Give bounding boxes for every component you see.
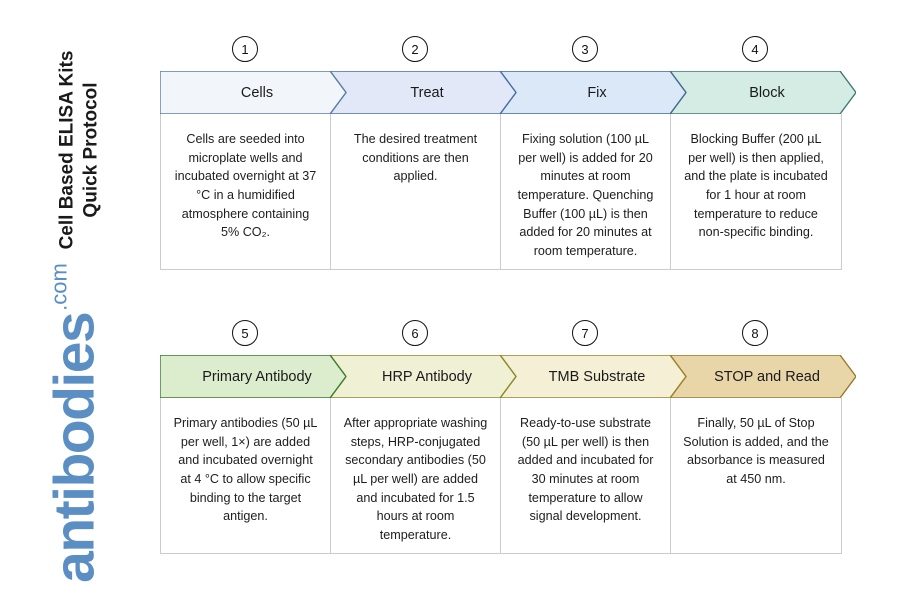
step-description-2: The desired treatment conditions are the…	[331, 114, 501, 269]
page-title: Cell Based ELISA Kits Quick Protocol	[0, 0, 160, 300]
step-number-badge-3: 3	[572, 36, 598, 62]
step-description-1: Cells are seeded into microplate wells a…	[161, 114, 331, 269]
description-strip-1: Cells are seeded into microplate wells a…	[160, 114, 842, 270]
step-label-5: Primary Antibody	[202, 368, 312, 385]
page-title-line-2: Quick Protocol	[81, 82, 102, 218]
step-label-6: HRP Antibody	[381, 368, 472, 385]
step-chevron-5[interactable]: Primary Antibody	[160, 355, 346, 398]
step-chevron-1[interactable]: Cells	[160, 71, 346, 114]
step-label-8: STOP and Read	[714, 368, 820, 385]
step-label-2: Treat	[410, 84, 444, 101]
step-description-3: Fixing solution (100 µL per well) is add…	[501, 114, 671, 269]
chevron-shape-5	[160, 355, 346, 398]
chevron-shape-4	[670, 71, 856, 114]
brand-logo-tld: .com	[46, 263, 72, 311]
step-label-4: Block	[749, 84, 785, 101]
chevron-shape-3	[500, 71, 686, 114]
chevron-shape-8	[670, 355, 856, 398]
step-number-badge-6: 6	[402, 320, 428, 346]
step-description-7: Ready-to-use substrate (50 µL per well) …	[501, 398, 671, 553]
step-number-badge-4: 4	[742, 36, 768, 62]
chevron-strip-2: Primary Antibody HRP Antibody TMB Substrat…	[160, 355, 856, 398]
step-number-badge-1: 1	[232, 36, 258, 62]
step-description-6: After appropriate washing steps, HRP-con…	[331, 398, 501, 553]
step-badge-strip-2: 5 6 7 8	[160, 320, 842, 355]
step-description-5: Primary antibodies (50 µL per well, 1×) …	[161, 398, 331, 553]
chevron-shape-1	[160, 71, 346, 114]
step-number-badge-5: 5	[232, 320, 258, 346]
page-title-line-1: Cell Based ELISA Kits	[56, 50, 78, 250]
brand-logo-word: antibodies	[42, 312, 107, 583]
step-label-3: Fix	[587, 84, 607, 101]
step-chevron-6[interactable]: HRP Antibody	[330, 355, 516, 398]
protocol-row-1: 1 2 3 4 Cells Treat Fix Block Cells are seeded…	[160, 36, 856, 270]
step-number-badge-8: 8	[742, 320, 768, 346]
chevron-strip-1: Cells Treat Fix Block	[160, 71, 856, 114]
step-chevron-3[interactable]: Fix	[500, 71, 686, 114]
step-label-1: Cells	[240, 84, 274, 101]
step-number-badge-2: 2	[402, 36, 428, 62]
brand-logo: antibodies .com	[0, 263, 155, 583]
step-chevron-4[interactable]: Block	[670, 71, 856, 114]
step-badge-strip-1: 1 2 3 4	[160, 36, 842, 71]
step-chevron-7[interactable]: TMB Substrate	[500, 355, 686, 398]
step-description-4: Blocking Buffer (200 µL per well) is the…	[684, 132, 828, 240]
step-number-badge-7: 7	[572, 320, 598, 346]
step-label-7: TMB Substrate	[548, 368, 646, 385]
step-description-8: Finally, 50 µL of Stop Solution is added…	[683, 416, 829, 486]
chevron-shape-2	[330, 71, 516, 114]
chevron-shape-7	[500, 355, 686, 398]
chevron-shape-6	[330, 355, 516, 398]
step-chevron-2[interactable]: Treat	[330, 71, 516, 114]
description-strip-2: Primary antibodies (50 µL per well, 1×) …	[160, 398, 842, 554]
step-chevron-8[interactable]: STOP and Read	[670, 355, 856, 398]
protocol-row-2: 5 6 7 8 Primary Antibody HRP Antibody TMB Sub…	[160, 320, 856, 554]
